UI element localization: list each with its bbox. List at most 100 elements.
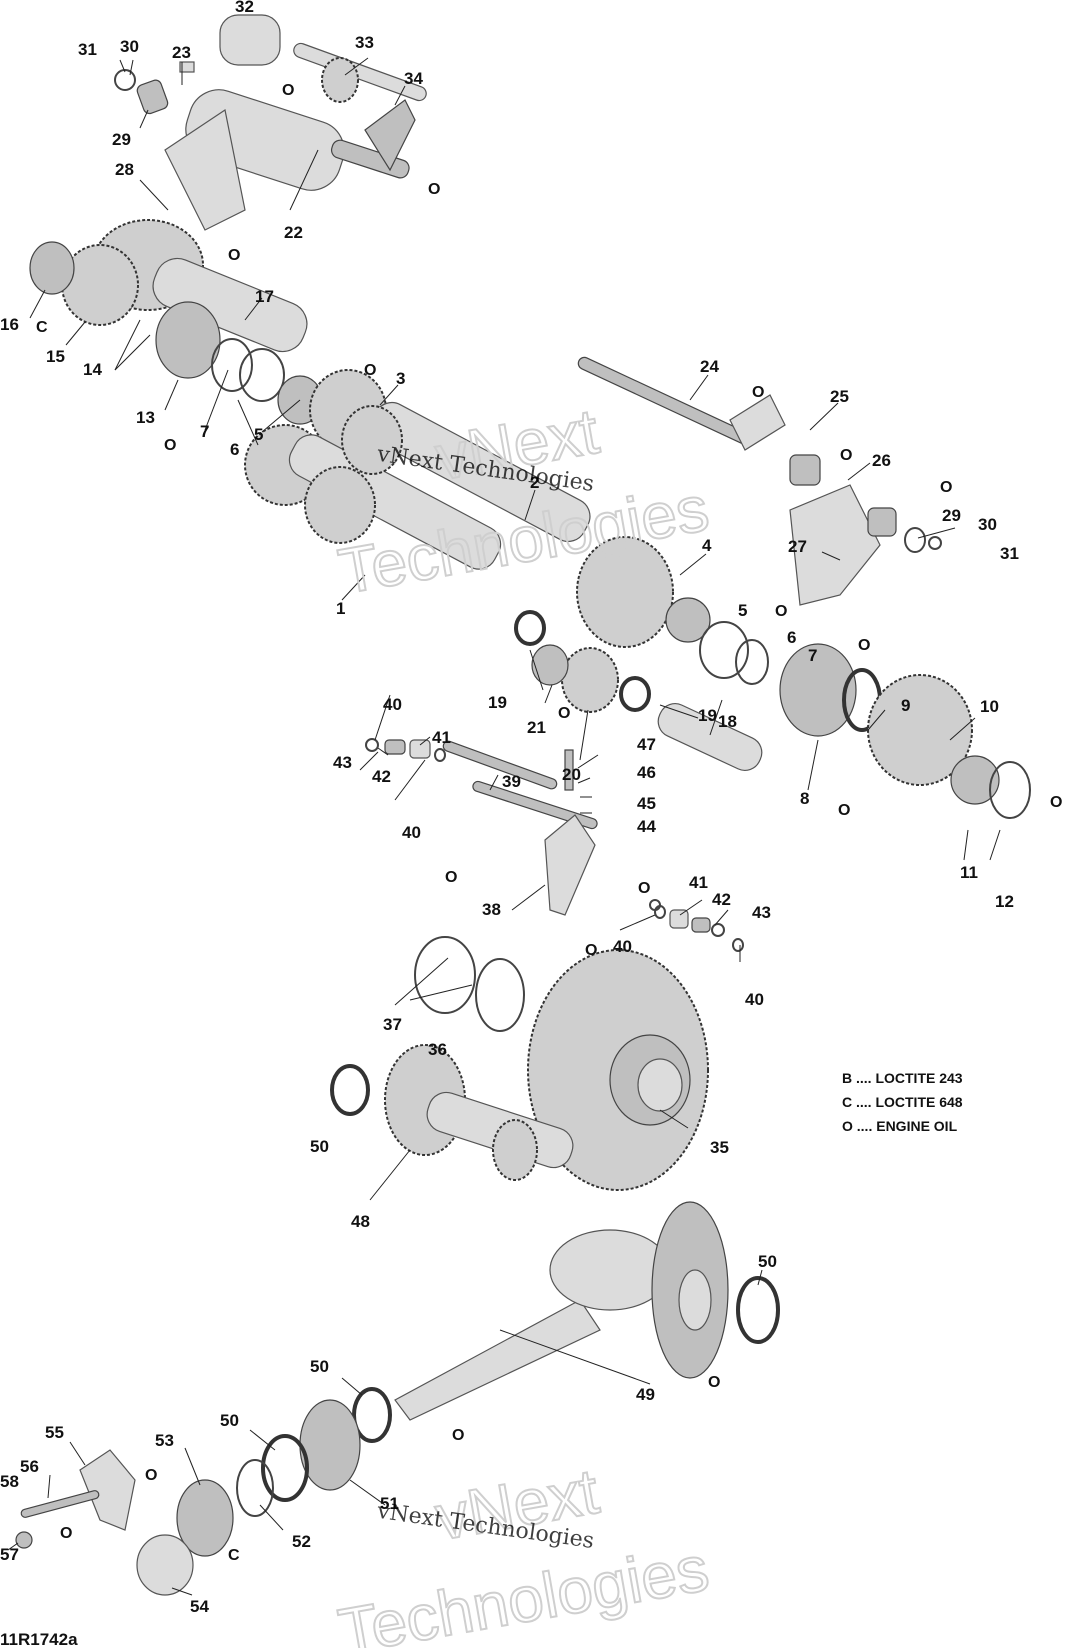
label-47: 47 xyxy=(637,735,656,754)
label-40d: 40 xyxy=(745,990,764,1009)
loctite-code: C xyxy=(36,319,48,336)
label-1: 1 xyxy=(336,599,345,618)
label-46: 46 xyxy=(637,763,656,782)
label-48: 48 xyxy=(351,1212,370,1231)
label-11: 11 xyxy=(960,863,978,882)
label-4: 4 xyxy=(702,536,712,555)
oil-code: O xyxy=(638,880,650,897)
label-10: 10 xyxy=(980,697,999,716)
lubricant-codes: O O O O O C O O O O O O O O O O O O O O … xyxy=(36,82,1062,1564)
label-7b: 7 xyxy=(808,646,817,665)
label-42: 42 xyxy=(372,767,391,786)
label-51: 51 xyxy=(380,1494,399,1513)
label-21: 21 xyxy=(527,718,546,737)
label-43b: 43 xyxy=(752,903,771,922)
oil-code: O xyxy=(858,637,870,654)
label-19b: 19 xyxy=(698,706,717,725)
label-17: 17 xyxy=(255,287,274,306)
oil-code: O xyxy=(452,1427,464,1444)
output-shaft-assembly xyxy=(394,1201,780,1421)
label-25: 25 xyxy=(830,387,849,406)
label-56: 56 xyxy=(20,1457,39,1476)
label-57: 57 xyxy=(0,1545,19,1564)
main-shaft-assembly xyxy=(29,219,387,451)
oil-code: O xyxy=(1050,794,1062,811)
label-52: 52 xyxy=(292,1532,311,1551)
label-55: 55 xyxy=(45,1423,64,1442)
label-3: 3 xyxy=(396,369,405,388)
label-58: 58 xyxy=(0,1472,19,1491)
label-42b: 42 xyxy=(712,890,731,909)
label-39: 39 xyxy=(502,772,521,791)
label-34: 34 xyxy=(404,69,423,88)
snap-ring-36 xyxy=(475,958,525,1032)
label-19: 19 xyxy=(488,693,507,712)
label-32: 32 xyxy=(235,0,254,16)
label-33: 33 xyxy=(355,33,374,52)
oil-code: O xyxy=(752,384,764,401)
label-16: 16 xyxy=(0,315,19,334)
oil-code: O xyxy=(445,869,457,886)
legend: B .... LOCTITE 243 C .... LOCTITE 648 O … xyxy=(842,1070,963,1134)
label-7: 7 xyxy=(200,422,209,441)
label-40c: 40 xyxy=(613,937,632,956)
oil-code: O xyxy=(585,942,597,959)
label-28: 28 xyxy=(115,160,134,179)
label-29b: 29 xyxy=(942,506,961,525)
label-50c: 50 xyxy=(310,1357,329,1376)
shift-fork-assembly-right xyxy=(577,356,942,606)
label-5: 5 xyxy=(254,425,263,444)
label-22: 22 xyxy=(284,223,303,242)
gear-cluster-middle xyxy=(514,536,1031,819)
oil-code: O xyxy=(775,603,787,620)
label-20: 20 xyxy=(562,765,581,784)
label-2: 2 xyxy=(530,473,539,492)
label-23: 23 xyxy=(172,43,191,62)
label-37: 37 xyxy=(383,1015,402,1034)
oil-code: O xyxy=(558,705,570,722)
label-12: 12 xyxy=(995,892,1014,911)
label-18: 18 xyxy=(718,712,737,731)
label-50d: 50 xyxy=(220,1411,239,1430)
oil-code: O xyxy=(940,479,952,496)
bearing-stack-lower xyxy=(15,1387,392,1596)
label-30b: 30 xyxy=(978,515,997,534)
label-30: 30 xyxy=(120,37,139,56)
differential-assembly xyxy=(527,949,709,1191)
label-43: 43 xyxy=(333,753,352,772)
label-50b: 50 xyxy=(758,1252,777,1271)
label-35: 35 xyxy=(710,1138,729,1157)
part-labels: 1 2 3 4 5 5 6 6 7 7 8 9 10 11 12 13 14 1… xyxy=(0,0,1019,1616)
label-41: 41 xyxy=(432,728,451,747)
label-15: 15 xyxy=(46,347,65,366)
label-13: 13 xyxy=(136,408,155,427)
leader-lines xyxy=(7,57,1001,1596)
oil-code: O xyxy=(428,181,440,198)
oil-code: O xyxy=(145,1467,157,1484)
snap-ring-37 xyxy=(414,936,476,1014)
oil-code: O xyxy=(838,802,850,819)
legend-item: B .... LOCTITE 243 xyxy=(842,1070,963,1086)
label-6b: 6 xyxy=(787,628,796,647)
legend-item: O .... ENGINE OIL xyxy=(842,1118,958,1134)
washer-50a xyxy=(330,1064,370,1116)
loctite-code: C xyxy=(228,1547,240,1564)
oil-code: O xyxy=(60,1525,72,1542)
label-41b: 41 xyxy=(689,873,708,892)
label-8: 8 xyxy=(800,789,809,808)
watermark-outline-line2: Technologies xyxy=(333,1532,713,1648)
label-14: 14 xyxy=(83,360,102,379)
shift-drum-assembly xyxy=(114,14,427,231)
label-40b: 40 xyxy=(402,823,421,842)
label-26: 26 xyxy=(872,451,891,470)
label-6: 6 xyxy=(230,440,239,459)
parts-artwork xyxy=(15,14,1031,1596)
label-36: 36 xyxy=(428,1040,447,1059)
label-9: 9 xyxy=(901,696,910,715)
label-45: 45 xyxy=(637,794,656,813)
oil-code: O xyxy=(708,1374,720,1391)
label-44: 44 xyxy=(637,817,656,836)
oil-code: O xyxy=(282,82,294,99)
oil-code: O xyxy=(228,247,240,264)
